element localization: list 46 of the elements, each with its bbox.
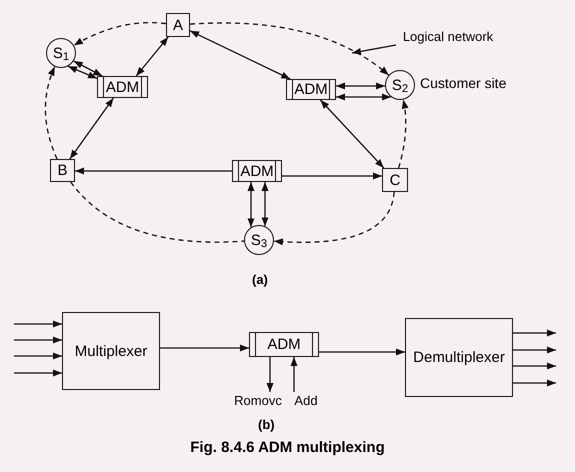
arrow [336, 94, 391, 100]
arrow [69, 98, 114, 160]
adm-box: ADM [286, 79, 336, 100]
figure-caption: Fig. 8.4.6 ADM multiplexing [189, 440, 386, 455]
arrow [14, 336, 62, 344]
adm-box: ADM [97, 76, 148, 98]
dashed-arrow [398, 100, 408, 168]
node-box: A [166, 13, 190, 37]
node-box: B [50, 159, 75, 182]
adm-box: ADM [249, 332, 319, 357]
callout-label: Logical network [396, 28, 500, 45]
arrow [513, 346, 556, 354]
arrow [248, 182, 254, 228]
arrow [14, 320, 62, 328]
arrow [14, 352, 62, 360]
arrow [336, 82, 386, 90]
arrow [190, 30, 290, 80]
leader-line [352, 44, 396, 55]
arrow [319, 348, 405, 356]
arrow [68, 66, 98, 80]
arrow [160, 344, 249, 352]
arrow [513, 380, 556, 386]
arrow [73, 60, 103, 77]
arrow [262, 182, 268, 226]
demultiplexer-box: Demultiplexer [405, 318, 513, 397]
arrow [75, 168, 232, 174]
node-box: C [382, 168, 408, 192]
multiplexer-box: Multiplexer [62, 312, 160, 390]
signal-label: Romovc [232, 392, 284, 408]
arrow [513, 362, 556, 370]
node-caption: Customer site [420, 76, 506, 90]
adm-box: ADM [232, 160, 282, 182]
dashed-arrow [190, 22, 390, 76]
arrow [282, 172, 382, 180]
arrow [320, 100, 384, 168]
dashed-arrow [44, 66, 58, 160]
arrow [14, 370, 62, 376]
arrow [290, 357, 298, 392]
arrow [136, 36, 169, 76]
panel-label: (a) [252, 273, 268, 286]
panel-label: (b) [258, 418, 275, 431]
dashed-arrow [74, 22, 166, 46]
signal-label: Add [290, 392, 322, 408]
arrow [266, 357, 274, 392]
arrow [513, 330, 556, 336]
dashed-arrow [274, 192, 395, 246]
